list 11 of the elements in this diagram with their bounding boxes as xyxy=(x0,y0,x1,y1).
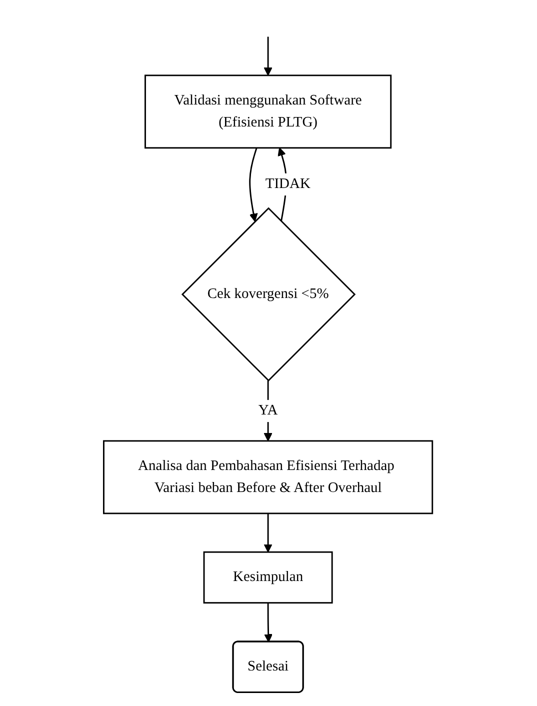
edge-label: YA xyxy=(258,402,278,418)
node-box: Kesimpulan xyxy=(204,551,334,604)
node-diamond: Cek kovergensi <5% xyxy=(182,207,356,382)
arrow xyxy=(264,602,274,642)
arrow xyxy=(264,513,273,552)
node-box: Analisa dan Pembahasan Efisiensi Terhadap Variasi beban Before & After Overhaul xyxy=(103,440,434,514)
arrow xyxy=(264,36,273,76)
edge-label: TIDAK xyxy=(266,176,311,192)
node-box: Validasi menggunakan Software (Efisiensi PLTG) xyxy=(144,74,392,149)
arrow xyxy=(264,380,273,442)
arrow xyxy=(250,148,258,222)
